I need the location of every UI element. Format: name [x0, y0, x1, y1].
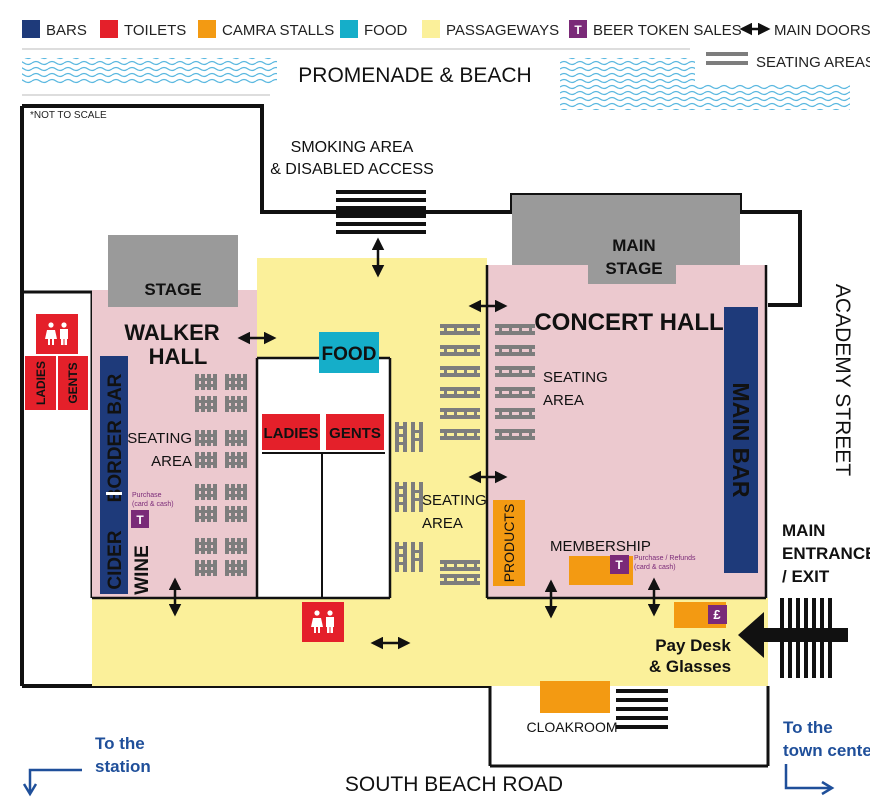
legend-passage-label: PASSAGEWAYS	[446, 22, 559, 39]
legend-token-symbol: T	[574, 23, 582, 37]
main-bar	[724, 307, 758, 573]
legend-token-swatch	[569, 20, 587, 38]
inner-rooms	[255, 356, 392, 600]
token-sales-walker	[131, 510, 149, 528]
bar-divider	[106, 492, 122, 495]
pound-icon-box	[708, 605, 727, 624]
walker-seating-label-2: AREA	[151, 453, 192, 470]
legend-seating-label: SEATING AREAS	[756, 54, 870, 71]
door-arrows	[168, 237, 661, 650]
cider-label: CIDER	[105, 530, 126, 589]
promenade-waves	[22, 48, 850, 110]
entrance-arrow-icon	[738, 612, 848, 658]
academy-street-label: ACADEMY STREET	[831, 284, 854, 476]
pay-desk-label-1: Pay Desk	[655, 636, 731, 655]
to-town-2: town cente	[783, 741, 870, 760]
token-symbol-concert: T	[615, 558, 623, 572]
toilet-icon-left	[36, 314, 78, 354]
legend-passage-swatch	[422, 20, 440, 38]
gents-left	[58, 356, 88, 410]
gents-left-label: GENTS	[66, 362, 80, 403]
cloakroom-label: CLOAKROOM	[526, 719, 617, 735]
legend-doors-label: MAIN DOORS	[774, 22, 870, 39]
main-entrance-label-3: / EXIT	[782, 567, 830, 586]
to-station-2: station	[95, 757, 151, 776]
legend-camra-swatch	[198, 20, 216, 38]
main-stage	[512, 195, 740, 284]
smoking-label-1: SMOKING AREA	[291, 139, 414, 156]
membership-label: MEMBERSHIP	[550, 538, 651, 555]
border-bar-label: BORDER BAR	[105, 373, 126, 502]
legend-bars-label: BARS	[46, 22, 87, 39]
smoking-area-doors	[336, 190, 426, 234]
pound-icon: £	[713, 607, 721, 622]
smoking-label-2: & DISABLED ACCESS	[270, 161, 434, 178]
walker-hall-label-2: HALL	[149, 344, 208, 369]
cloakroom-desk	[540, 681, 610, 713]
toilet-icon-bottom	[302, 602, 344, 642]
food-stall	[319, 332, 379, 373]
border-bar	[100, 356, 128, 594]
products-stall	[493, 500, 525, 586]
concert-seating-label-2: AREA	[543, 392, 584, 409]
south-beach-road-label: SOUTH BEACH ROAD	[345, 773, 563, 796]
pay-desk-label-2: & Glasses	[649, 657, 731, 676]
legend-food-label: FOOD	[364, 22, 407, 39]
cloakroom-door	[616, 689, 668, 729]
gents-center-label: GENTS	[329, 425, 381, 442]
legend-token-label: BEER TOKEN SALES	[593, 22, 742, 39]
town-arrow-icon	[784, 764, 835, 796]
promenade-label: PROMENADE & BEACH	[298, 64, 531, 87]
walker-stage-label: STAGE	[144, 280, 201, 299]
purchase-note-1: Purchase	[132, 492, 162, 499]
main-stage-label-2: STAGE	[605, 259, 662, 278]
main-entrance-label-1: MAIN	[782, 521, 825, 540]
passageways	[92, 258, 768, 686]
ladies-center-label: LADIES	[263, 425, 318, 442]
token-sales-concert	[610, 555, 629, 574]
legend: BARS TOILETS CAMRA STALLS FOOD PASSAGEWA…	[22, 20, 870, 71]
concert-seating-label-1: SEATING	[543, 369, 608, 386]
passage-seating-label-1: SEATING	[422, 492, 487, 509]
concert-hall-label: CONCERT HALL	[534, 309, 723, 336]
not-to-scale-note: *NOT TO SCALE	[30, 110, 107, 121]
passage-seating-label-2: AREA	[422, 515, 463, 532]
token-symbol-walker: T	[136, 513, 144, 527]
station-arrow-icon	[22, 768, 82, 797]
ladies-left	[25, 356, 56, 410]
main-entrance-label-2: ENTRANCE	[782, 544, 870, 563]
legend-food-swatch	[340, 20, 358, 38]
to-town-1: To the	[783, 718, 833, 737]
legend-toilets-label: TOILETS	[124, 22, 186, 39]
seating-legend-icon	[706, 52, 748, 65]
purchase-note-2: (card & cash)	[132, 501, 174, 508]
gents-center	[326, 414, 384, 450]
purchase-refunds-1: Purchase / Refunds	[634, 555, 696, 562]
food-label: FOOD	[322, 344, 377, 365]
main-bar-label: MAIN BAR	[728, 383, 754, 498]
legend-bars-swatch	[22, 20, 40, 38]
main-stage-label-1: MAIN	[612, 236, 655, 255]
walker-seating-label-1: SEATING	[127, 430, 192, 447]
walker-stage	[108, 235, 238, 307]
legend-camra-label: CAMRA STALLS	[222, 22, 334, 39]
to-station-1: To the	[95, 734, 145, 753]
products-label: PRODUCTS	[501, 504, 517, 583]
purchase-refunds-2: (card & cash)	[634, 564, 676, 571]
wine-label: WINE	[132, 545, 153, 595]
walker-hall-label-1: WALKER	[124, 320, 219, 345]
ladies-left-label: LADIES	[34, 361, 48, 405]
ladies-center	[262, 414, 320, 450]
legend-toilets-swatch	[100, 20, 118, 38]
